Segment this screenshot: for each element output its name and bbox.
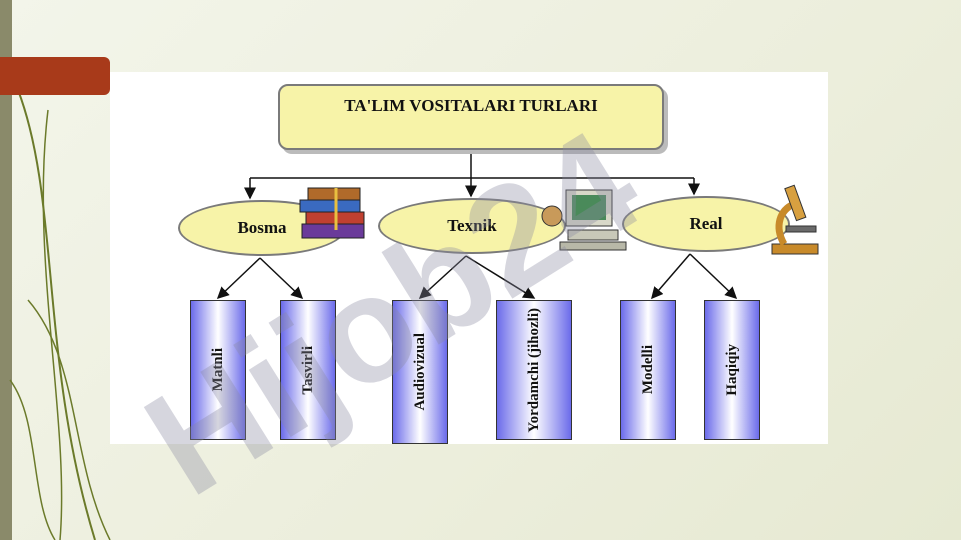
- leaf-label: Haqiqiy: [723, 344, 740, 396]
- leaf-label: Matnli: [209, 348, 226, 392]
- computer-icon: [541, 189, 627, 251]
- category-real: Real: [622, 196, 790, 252]
- connector-lines: [216, 152, 738, 300]
- slide-left-bar: [0, 0, 12, 540]
- books-icon: [299, 187, 365, 239]
- leaf-tasvirli: Tasvirli: [280, 300, 336, 440]
- diagram-title: TA'LIM VOSITALARI TURLARI: [344, 96, 598, 115]
- category-texnik: Texnik: [378, 198, 566, 254]
- leaf-modelli: Modelli: [620, 300, 676, 440]
- leaf-label: Modelli: [639, 345, 656, 395]
- diagram-title-box: TA'LIM VOSITALARI TURLARI: [278, 84, 664, 150]
- leaf-label: Yordamchi (jihozli): [526, 307, 542, 433]
- category-label: Bosma: [237, 218, 287, 237]
- title-accent-tab: [0, 57, 110, 95]
- leaf-matnli: Matnli: [190, 300, 246, 440]
- diagram-panel: TA'LIM VOSITALARI TURLARI Bosma Texnik R…: [110, 72, 828, 444]
- leaf-label: Tasvirli: [299, 345, 316, 395]
- decorative-leaves: [9, 89, 111, 540]
- microscope-icon: [771, 184, 819, 255]
- leaf-haqiqiy: Haqiqiy: [704, 300, 760, 440]
- category-label: Real: [689, 214, 723, 233]
- leaf-audiovizual: Audiovizual: [392, 300, 448, 444]
- leaf-yordamchi: Yordamchi (jihozli): [496, 300, 572, 440]
- leaf-label: Audiovizual: [411, 333, 428, 411]
- category-label: Texnik: [447, 216, 497, 235]
